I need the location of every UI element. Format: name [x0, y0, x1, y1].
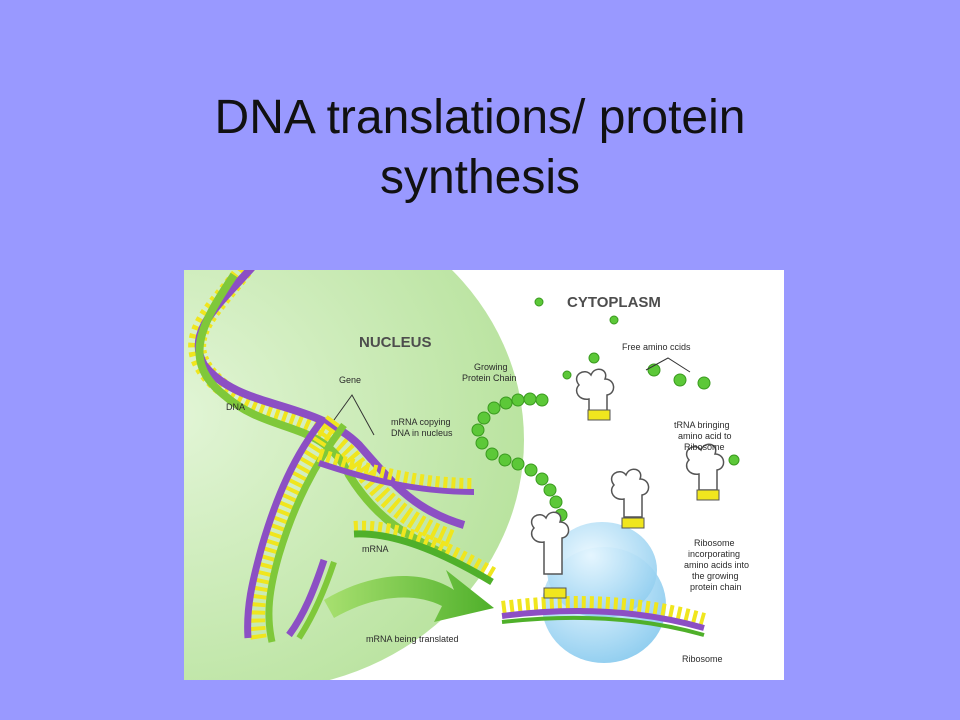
- label-trna-2: amino acid to: [678, 431, 732, 441]
- label-growing-chain-1: Growing: [474, 362, 508, 372]
- label-ribosome-inc-2: incorporating: [688, 549, 740, 559]
- translation-arrow: [324, 570, 494, 622]
- protein-synthesis-diagram: CYTOPLASM NUCLEUS Gene DNA mRNA copying …: [184, 270, 784, 680]
- mrna-being-translated-strand: [501, 596, 706, 637]
- label-ribosome: Ribosome: [682, 654, 723, 664]
- slide-title: DNA translations/ protein synthesis: [0, 88, 960, 208]
- label-ribosome-inc-5: protein chain: [690, 582, 742, 592]
- label-ribosome-inc-1: Ribosome: [694, 538, 735, 548]
- label-mrna-being-translated: mRNA being translated: [366, 634, 459, 644]
- slide-title-line-2: synthesis: [379, 151, 581, 204]
- label-cytoplasm: CYTOPLASM: [567, 294, 661, 311]
- label-trna-1: tRNA bringing: [674, 420, 730, 430]
- label-nucleus: NUCLEUS: [359, 334, 432, 351]
- slide-title-line-1: DNA translations/ protein: [214, 91, 746, 144]
- label-gene: Gene: [339, 375, 361, 385]
- ribosome: [542, 522, 666, 663]
- label-mrna: mRNA: [362, 544, 389, 554]
- label-ribosome-inc-4: the growing: [692, 571, 739, 581]
- trna-molecules: [530, 368, 725, 575]
- growing-protein-chain: [471, 392, 568, 522]
- label-mrna-copying-1: mRNA copying: [391, 417, 451, 427]
- mrna-strand: [353, 520, 498, 586]
- mrna-copying-strand: [316, 448, 475, 495]
- label-growing-chain-2: Protein Chain: [462, 373, 517, 383]
- trna-anticodons: [543, 409, 720, 599]
- label-dna: DNA: [226, 402, 245, 412]
- label-trna-3: Ribosome: [684, 442, 725, 452]
- diagram-svg: CYTOPLASM NUCLEUS Gene DNA mRNA copying …: [184, 270, 749, 680]
- label-free-amino-acids: Free amino ccids: [622, 342, 691, 352]
- label-mrna-copying-2: DNA in nucleus: [391, 428, 453, 438]
- gene-bracket: [333, 394, 375, 436]
- free-amino-acids: [534, 297, 740, 466]
- label-ribosome-inc-3: amino acids into: [684, 560, 749, 570]
- amino-acid-bracket: [645, 357, 691, 373]
